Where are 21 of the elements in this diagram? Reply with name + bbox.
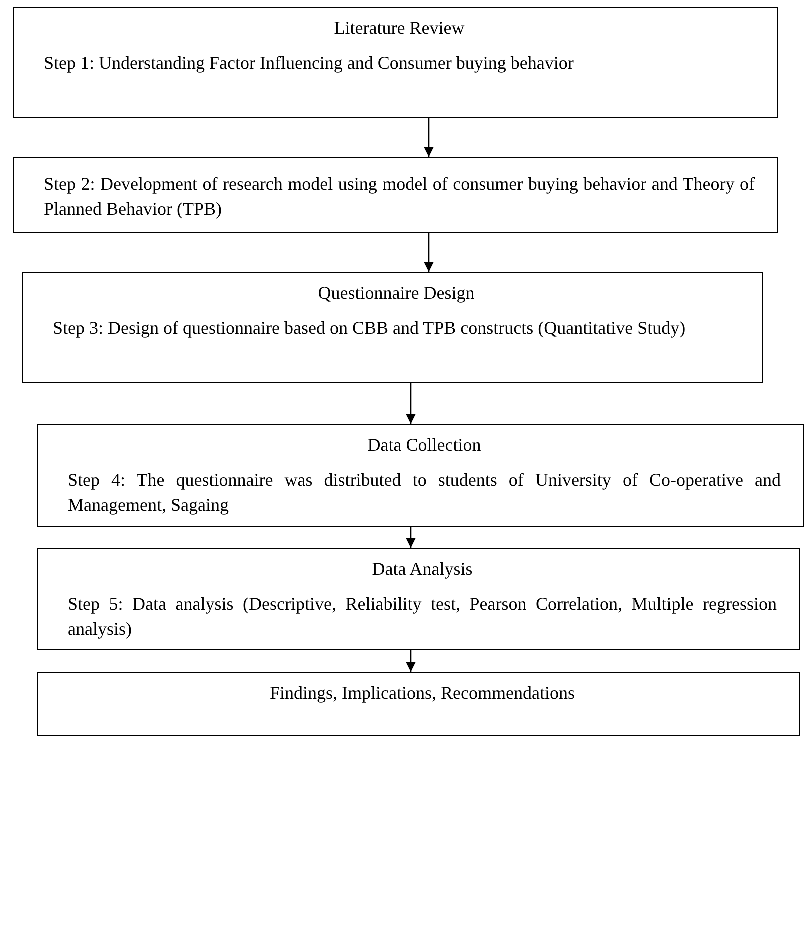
arrow (424, 118, 434, 157)
process-box (37, 672, 800, 736)
box-heading: Questionnaire Design (317, 282, 476, 305)
arrow (406, 383, 416, 424)
box-heading: Data Analysis (371, 558, 474, 581)
step-text: Step 5: Data analysis (Descriptive, Reliability test, Pearson Correlation, Multiple regression analysis) (68, 593, 777, 642)
process-box (37, 424, 804, 527)
process-box (37, 548, 800, 650)
arrow (424, 233, 434, 272)
process-box (22, 272, 763, 383)
box-heading: Data Collection (366, 434, 482, 457)
step-text: Step 1: Understanding Factor Influencing and Consumer buying behavior (44, 52, 575, 76)
step-text: Step 4: The questionnaire was distributed to students of University of Co-operative and Management, Sagaing (68, 469, 781, 518)
arrow (406, 527, 416, 548)
process-box (13, 7, 778, 118)
arrow (406, 650, 416, 672)
box-heading: Literature Review (333, 17, 466, 40)
step-text: Step 3: Design of questionnaire based on CBB and TPB constructs (Quantitative Study) (53, 317, 687, 340)
step-text: Step 2: Development of research model using model of consumer buying behavior and Theory of Planned Behavior (TPB) (44, 173, 755, 222)
step-text: Findings, Implications, Recommendations (269, 682, 576, 705)
process-box (13, 157, 778, 233)
